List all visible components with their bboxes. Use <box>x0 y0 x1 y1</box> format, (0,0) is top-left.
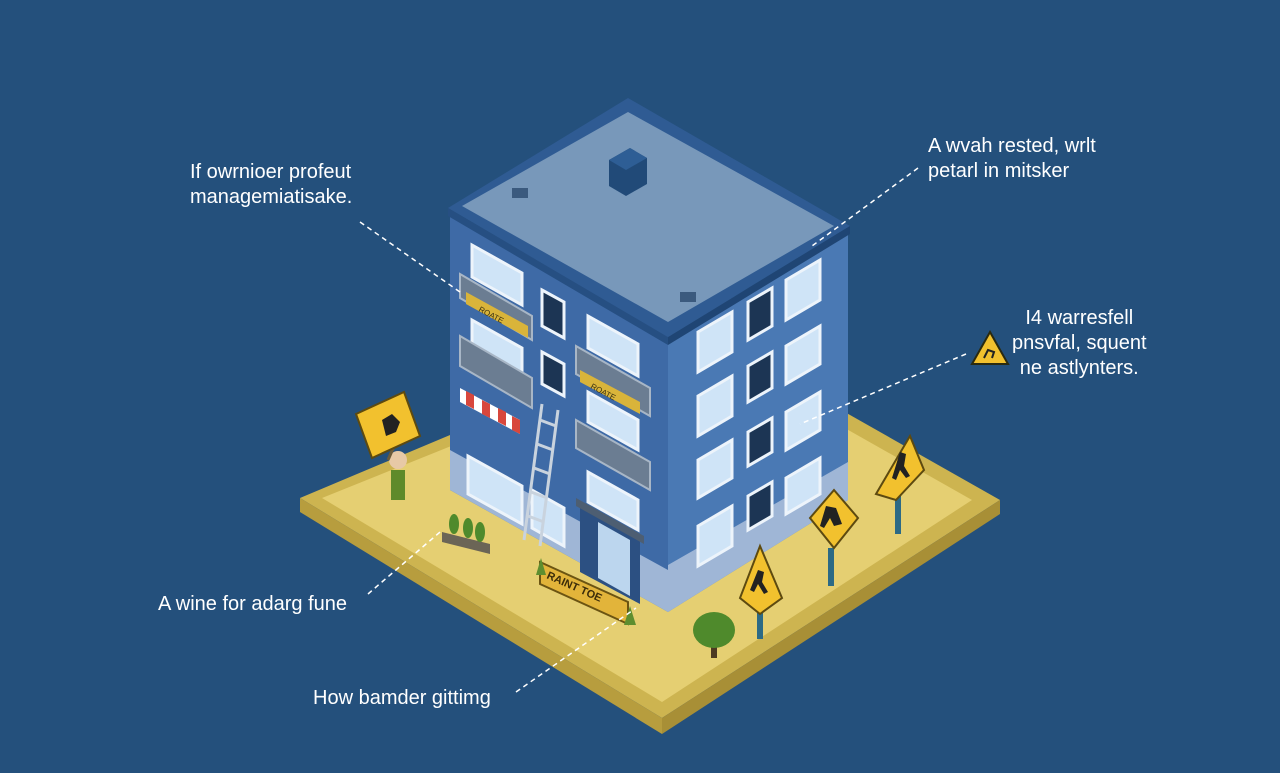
planter <box>442 514 490 554</box>
awning-icon <box>460 388 520 434</box>
person-with-sign <box>354 390 422 500</box>
leader-line-top-right <box>811 167 919 247</box>
callout-top-right-line-2: petarl in mitsker <box>928 160 1070 182</box>
pedestrian-sign-2 <box>808 488 860 586</box>
roof <box>462 112 834 322</box>
callout-bottom: How bamder gittimg <box>313 686 491 711</box>
leader-line-mid-right <box>799 353 967 425</box>
leader-line-bottom-left <box>367 531 441 595</box>
callout-top-right: A wvah rested, wrlt petarl in mitsker <box>928 134 1096 184</box>
callout-bottom-left-line-1: A wine for adarg fune <box>158 593 348 615</box>
callout-top-left: If owrnioer profeut managemiatisake. <box>190 160 352 210</box>
ladder-icon <box>522 403 560 547</box>
callout-top-left-line-2: managemiatisake. <box>190 186 353 208</box>
callout-mid-right: I4 warresfell pnsvfal, squent ne astlynt… <box>1012 306 1147 381</box>
callout-mid-right-line-1: I4 warresfell <box>1025 307 1134 329</box>
callout-top-right-line-1: A wvah rested, wrlt <box>928 135 1096 157</box>
pedestrian-sign-1 <box>738 543 784 639</box>
building: ROATE ROATE <box>448 98 850 612</box>
warning-figure-icon <box>382 414 400 436</box>
callout-top-left-line-1: If owrnioer profeut <box>190 161 352 183</box>
pedestrian-sign-3 <box>874 433 926 534</box>
leader-line-bottom <box>515 607 637 693</box>
callout-mid-right-line-2: pnsvfal, squent <box>1012 332 1147 354</box>
leader-lines <box>359 167 967 693</box>
callout-mid-right-line-3: ne astlynters. <box>1019 357 1139 379</box>
entrance-door <box>576 498 644 604</box>
callout-bottom-left: A wine for adarg fune <box>158 592 347 617</box>
callout-bottom-line-1: How bamder gittimg <box>313 687 491 709</box>
warning-triangle-icon <box>970 329 1010 365</box>
bush <box>693 612 735 658</box>
leader-line-top-left <box>359 221 461 293</box>
